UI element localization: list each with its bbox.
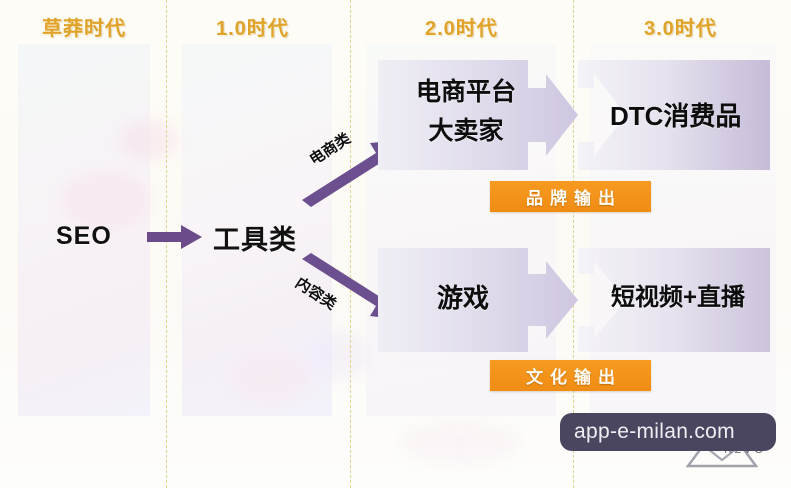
branch-arrow-ecommerce bbox=[302, 140, 401, 207]
chip-label-line-1: 电商平台 bbox=[415, 78, 516, 106]
era-header-2: 2.0时代 bbox=[425, 18, 498, 40]
stage-label-tools: 工具类 bbox=[213, 225, 297, 255]
background-blotch bbox=[230, 350, 310, 405]
stage-label-seo: SEO bbox=[56, 222, 112, 250]
background-blotch bbox=[300, 330, 370, 380]
branch-arrow-content bbox=[302, 253, 401, 320]
era-divider-1 bbox=[166, 0, 167, 488]
watermark-url-pill: app-e-milan.com bbox=[560, 413, 776, 451]
chip-label-line-2: 大卖家 bbox=[428, 117, 504, 145]
watermark-url-text: app-e-milan.com bbox=[574, 420, 735, 443]
background-blotch bbox=[60, 170, 150, 230]
era-header-3: 3.0时代 bbox=[644, 18, 717, 40]
chip-label-dtc-products: DTC消费品 bbox=[610, 101, 742, 131]
background-blotch bbox=[118, 120, 178, 160]
badge-label-culture-output: 文化输出 bbox=[526, 368, 622, 387]
era-divider-3 bbox=[573, 0, 574, 488]
era-divider-2 bbox=[350, 0, 351, 488]
badge-label-brand-output: 品牌输出 bbox=[526, 189, 622, 208]
chip-label-games: 游戏 bbox=[437, 283, 490, 313]
era-header-1: 1.0时代 bbox=[216, 18, 289, 40]
chip-label-short-video-live: 短视频+直播 bbox=[611, 284, 746, 311]
badge-brand-output: 品牌输出 bbox=[490, 181, 651, 212]
chip-label-ecommerce-platform: 电商平台 大卖家 bbox=[396, 76, 536, 148]
chip-games bbox=[378, 248, 578, 352]
arrow-seo-to-tools bbox=[147, 225, 202, 249]
era-header-0: 草莽时代 bbox=[42, 18, 126, 40]
background-blotch bbox=[400, 420, 520, 465]
chip-dtc-products bbox=[578, 60, 770, 170]
badge-culture-output: 文化输出 bbox=[490, 360, 651, 391]
chip-ecommerce-platform bbox=[378, 60, 578, 170]
chip-short-video-live bbox=[578, 248, 770, 352]
